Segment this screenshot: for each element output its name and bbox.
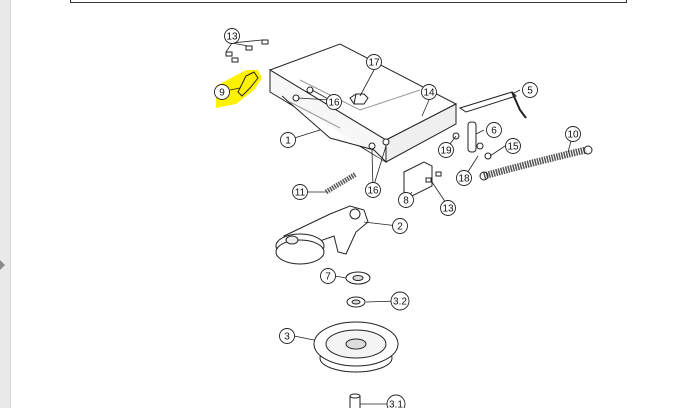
callout-circle [438, 142, 454, 158]
part-1-bracket[interactable] [268, 43, 458, 163]
callout-c13a[interactable]: 13 [224, 28, 240, 44]
callout-c6[interactable]: 6 [486, 122, 502, 138]
left-gutter [0, 0, 11, 408]
callout-circle [398, 192, 414, 208]
callout-label: 16 [328, 98, 340, 109]
callout-label: 19 [440, 146, 452, 157]
callout-c32[interactable]: 3.2 [390, 291, 410, 311]
callout-label: 6 [491, 126, 497, 137]
callout-c31[interactable]: 3.1 [386, 394, 406, 408]
callout-circle [326, 94, 342, 110]
part-2-pulley-arm[interactable] [275, 205, 369, 265]
callout-c11[interactable]: 11 [292, 184, 308, 200]
callouts: 13 17 9 16 14 5 6 1 19 15 10 18 16 8 11 13 2 7 3.2 3 3.1 [214, 28, 581, 408]
callout-label: 7 [325, 272, 331, 283]
callout-label: 3 [284, 332, 290, 343]
callout-circle [522, 82, 538, 98]
callout-c19[interactable]: 19 [438, 142, 454, 158]
part-6-link[interactable] [467, 121, 477, 153]
callout-circle [486, 122, 502, 138]
part-9-hook[interactable] [237, 71, 259, 97]
callout-circle [214, 84, 230, 100]
callout-c3[interactable]: 3 [279, 328, 295, 344]
callout-c8[interactable]: 8 [398, 192, 414, 208]
part-11-spring[interactable] [324, 171, 358, 195]
callout-c16b[interactable]: 16 [365, 182, 381, 198]
callout-label: 13 [226, 32, 238, 43]
callout-circle [386, 394, 406, 408]
callout-label: 16 [367, 186, 379, 197]
callout-label: 8 [403, 196, 409, 207]
callout-circle [456, 170, 472, 186]
callout-c10[interactable]: 10 [565, 126, 581, 142]
callout-c17[interactable]: 17 [366, 54, 382, 70]
part-3-2-bearing[interactable] [346, 296, 366, 308]
callout-c1[interactable]: 1 [280, 132, 296, 148]
leader-lines [225, 39, 574, 405]
part-5-rod[interactable] [458, 91, 527, 119]
callout-c9[interactable]: 9 [214, 84, 230, 100]
callout-circle [224, 28, 240, 44]
callout-c16a[interactable]: 16 [326, 94, 342, 110]
part-8-plate[interactable] [403, 161, 433, 197]
callout-circle [279, 328, 295, 344]
part-3-1-shaft[interactable] [349, 393, 361, 408]
callout-label: 11 [295, 188, 306, 199]
callout-label: 15 [507, 142, 519, 153]
part-17-nut[interactable] [349, 93, 369, 105]
callout-label: 2 [397, 222, 403, 233]
callout-circle [292, 184, 308, 200]
callout-label: 13 [442, 204, 454, 215]
callout-circle [565, 126, 581, 142]
callout-circle [421, 84, 437, 100]
callout-label: 10 [567, 130, 579, 141]
callout-c15[interactable]: 15 [505, 138, 521, 154]
callout-label: 9 [219, 88, 225, 99]
callout-circle [440, 200, 456, 216]
callout-circle [320, 268, 336, 284]
top-frame [70, 0, 627, 3]
part-3-pulley[interactable] [313, 321, 399, 373]
callout-c7[interactable]: 7 [320, 268, 336, 284]
callout-label: 5 [527, 86, 533, 97]
callout-c13b[interactable]: 13 [440, 200, 456, 216]
expand-arrow-icon[interactable] [0, 260, 5, 270]
part-7-bearing[interactable] [345, 271, 371, 285]
part-10-spring[interactable] [479, 145, 593, 181]
callout-label: 3.1 [389, 400, 403, 408]
callout-circle [280, 132, 296, 148]
callout-circle [390, 291, 410, 311]
callout-label: 1 [285, 136, 291, 147]
callout-label: 14 [423, 88, 435, 99]
callout-label: 18 [458, 174, 470, 185]
callout-circle [365, 182, 381, 198]
callout-circle [505, 138, 521, 154]
callout-c18[interactable]: 18 [456, 170, 472, 186]
callout-label: 3.2 [393, 297, 407, 308]
callout-c14[interactable]: 14 [421, 84, 437, 100]
callout-c5[interactable]: 5 [522, 82, 538, 98]
callout-c2[interactable]: 2 [392, 218, 408, 234]
callout-circle [392, 218, 408, 234]
callout-label: 17 [368, 58, 380, 69]
callout-circle [366, 54, 382, 70]
